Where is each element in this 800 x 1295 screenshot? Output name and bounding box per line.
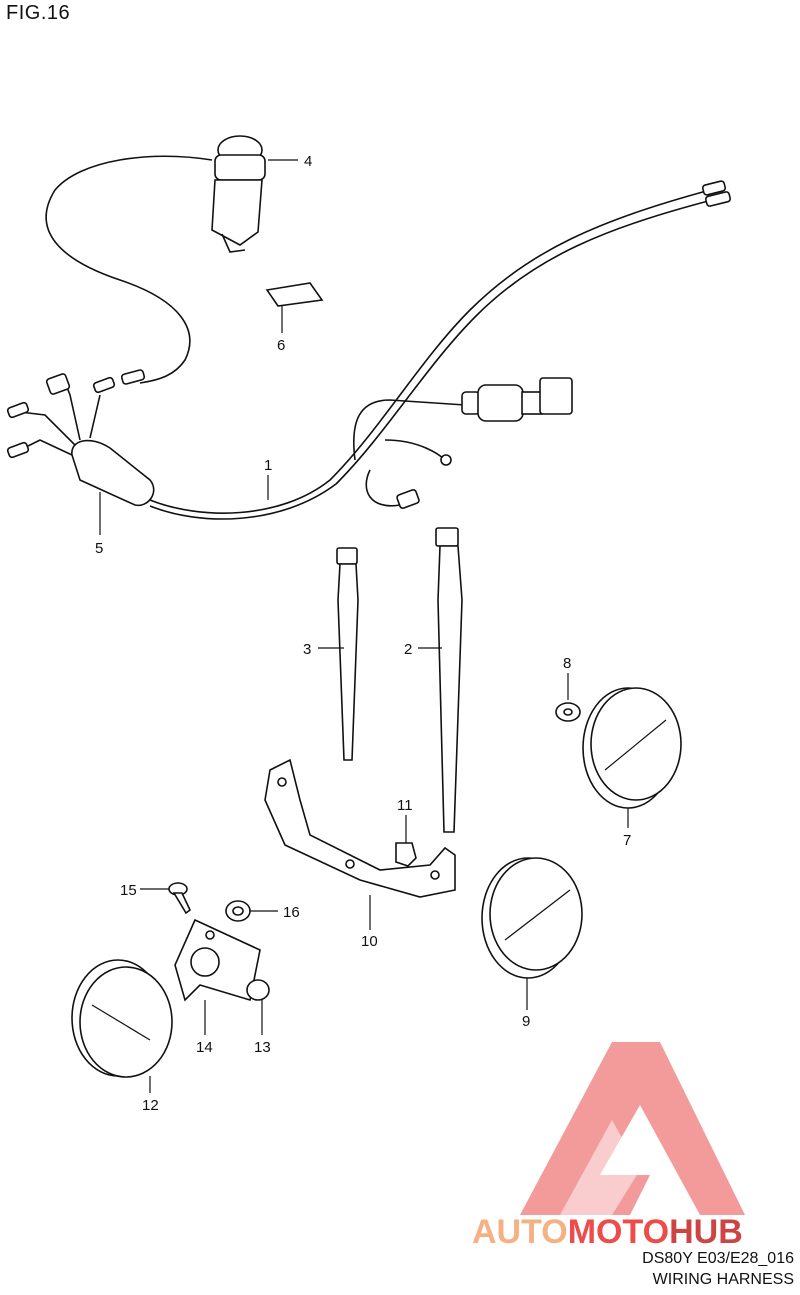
- diagram-name: WIRING HARNESS: [652, 1271, 794, 1288]
- callout-15: 15: [120, 882, 137, 899]
- part-4-switch: [45, 135, 266, 384]
- part-8-washer: [555, 702, 581, 722]
- part-2-cable-tie: [435, 527, 463, 833]
- callout-2: 2: [404, 641, 412, 658]
- part-12-reflector: [71, 959, 173, 1078]
- part-7-reflector: [582, 687, 682, 809]
- part-13-nut: [246, 979, 270, 1001]
- part-1-wiring-harness: [6, 180, 732, 520]
- callout-16: 16: [283, 904, 300, 921]
- callout-13: 13: [254, 1039, 271, 1056]
- callout-1: 1: [264, 457, 272, 474]
- callout-9: 9: [522, 1013, 530, 1030]
- part-14-bracket: [174, 918, 261, 1002]
- callout-8: 8: [563, 655, 571, 672]
- callout-5: 5: [95, 540, 103, 557]
- part-11-nut: [395, 842, 417, 867]
- watermark-logo-icon: [520, 1042, 745, 1215]
- callout-14: 14: [196, 1039, 213, 1056]
- part-9-reflector: [481, 857, 583, 979]
- callout-7: 7: [623, 832, 631, 849]
- callout-12: 12: [142, 1097, 159, 1114]
- callout-6: 6: [277, 337, 285, 354]
- watermark-hub: HUB: [669, 1213, 743, 1251]
- diagram-code: DS80Y E03/E28_016: [642, 1250, 794, 1267]
- part-10-bracket: [264, 758, 456, 898]
- watermark-moto: MOTO: [568, 1213, 669, 1251]
- callout-labels: 4 6 1 5 3 2 8 7 11 10 15 16 9 14 13 12: [95, 153, 631, 1114]
- part-16-nut: [225, 900, 251, 922]
- callout-3: 3: [303, 641, 311, 658]
- callout-10: 10: [361, 933, 378, 950]
- callout-11: 11: [397, 797, 413, 814]
- part-15-screw: [168, 882, 192, 915]
- callout-4: 4: [304, 153, 312, 170]
- figure-title: FIG.16: [6, 2, 71, 24]
- part-6-label-sticker: [265, 282, 324, 307]
- part-3-cable-tie: [336, 547, 359, 761]
- leader-lines: [99, 159, 629, 1093]
- watermark-text: AUTOMOTOHUB: [472, 1213, 743, 1251]
- watermark-auto: AUTO: [472, 1213, 568, 1251]
